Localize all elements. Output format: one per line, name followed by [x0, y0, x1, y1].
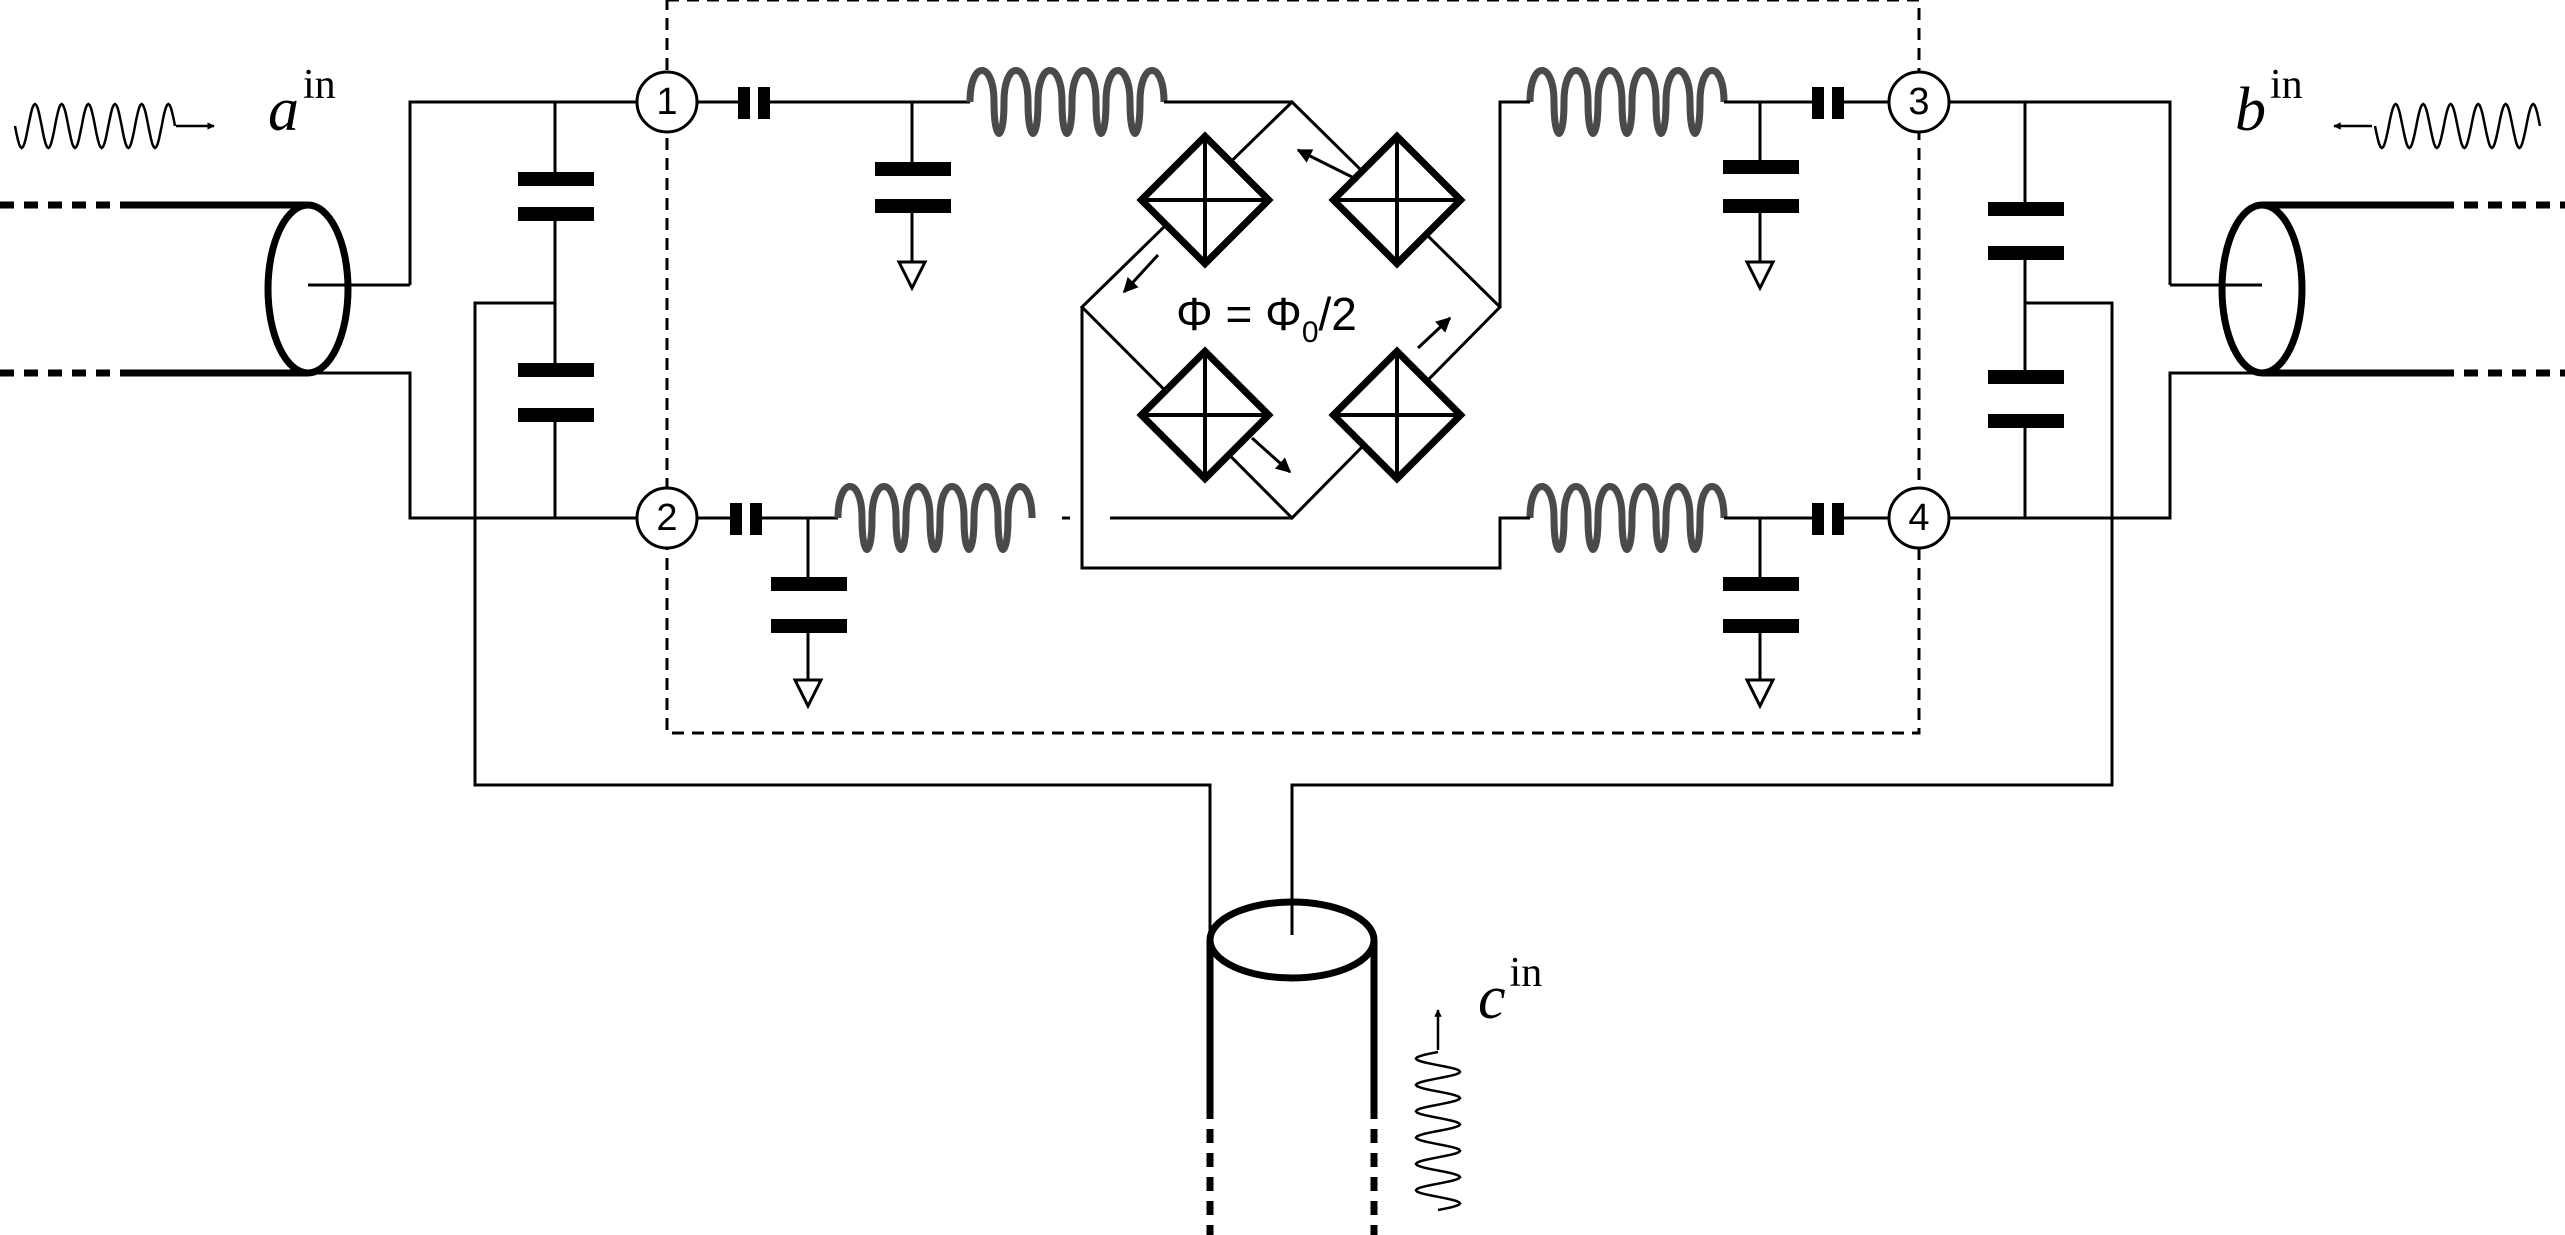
- josephson-ring: [1079, 99, 1530, 570]
- label-a-in: ain: [268, 62, 336, 144]
- branch-port-3: [1526, 67, 1892, 292]
- josephson-junction-top-left: [1136, 131, 1274, 269]
- flux-label-subscript: 0: [1302, 316, 1319, 349]
- svg-text:4: 4: [1908, 497, 1929, 539]
- label-c-superscript: in: [1510, 950, 1543, 996]
- current-arrow: [1296, 148, 1359, 182]
- svg-text:3: 3: [1908, 81, 1929, 123]
- label-b-in: bin: [2235, 62, 2303, 144]
- signal-b-in: [2333, 102, 2542, 150]
- current-arrow: [1416, 316, 1452, 350]
- current-arrow: [1250, 436, 1292, 474]
- flux-label: Φ = Φ0/2: [1176, 288, 1357, 349]
- label-c-in: cin: [1478, 950, 1542, 1032]
- current-arrow: [1122, 253, 1160, 294]
- label-c-letter: c: [1478, 964, 1506, 1032]
- flux-label-rhs: /2: [1319, 288, 1357, 340]
- branch-port-2: [690, 483, 1292, 710]
- coax-line-a: [0, 100, 460, 520]
- coax-line-b: [1950, 100, 2565, 520]
- branch-port-1: [690, 67, 1292, 292]
- node-3: 3: [1887, 70, 1951, 134]
- signal-c-in: [1414, 1009, 1462, 1212]
- label-a-superscript: in: [303, 62, 336, 108]
- josephson-junction-top-right: [1328, 131, 1466, 269]
- node-4: 4: [1887, 486, 1951, 550]
- label-a-letter: a: [268, 76, 299, 144]
- node-1: 1: [635, 70, 699, 134]
- svg-text:1: 1: [656, 81, 677, 123]
- flux-label-lhs: Φ = Φ: [1176, 288, 1302, 340]
- feed-line-c-left: [473, 301, 1212, 935]
- branch-port-4: [1526, 483, 1892, 710]
- josephson-junction-bottom-left: [1136, 346, 1274, 484]
- right-hybrid-network: [1988, 102, 2064, 518]
- signal-a-in: [13, 102, 215, 150]
- left-hybrid-network: [460, 100, 636, 520]
- coax-line-c: [1206, 785, 1378, 1235]
- label-b-letter: b: [2235, 76, 2266, 144]
- svg-text:2: 2: [656, 497, 677, 539]
- node-2: 2: [635, 486, 699, 550]
- circuit-enclosure-box: [665, 0, 1921, 735]
- josephson-junction-bottom-right: [1328, 346, 1466, 484]
- label-b-superscript: in: [2270, 62, 2303, 108]
